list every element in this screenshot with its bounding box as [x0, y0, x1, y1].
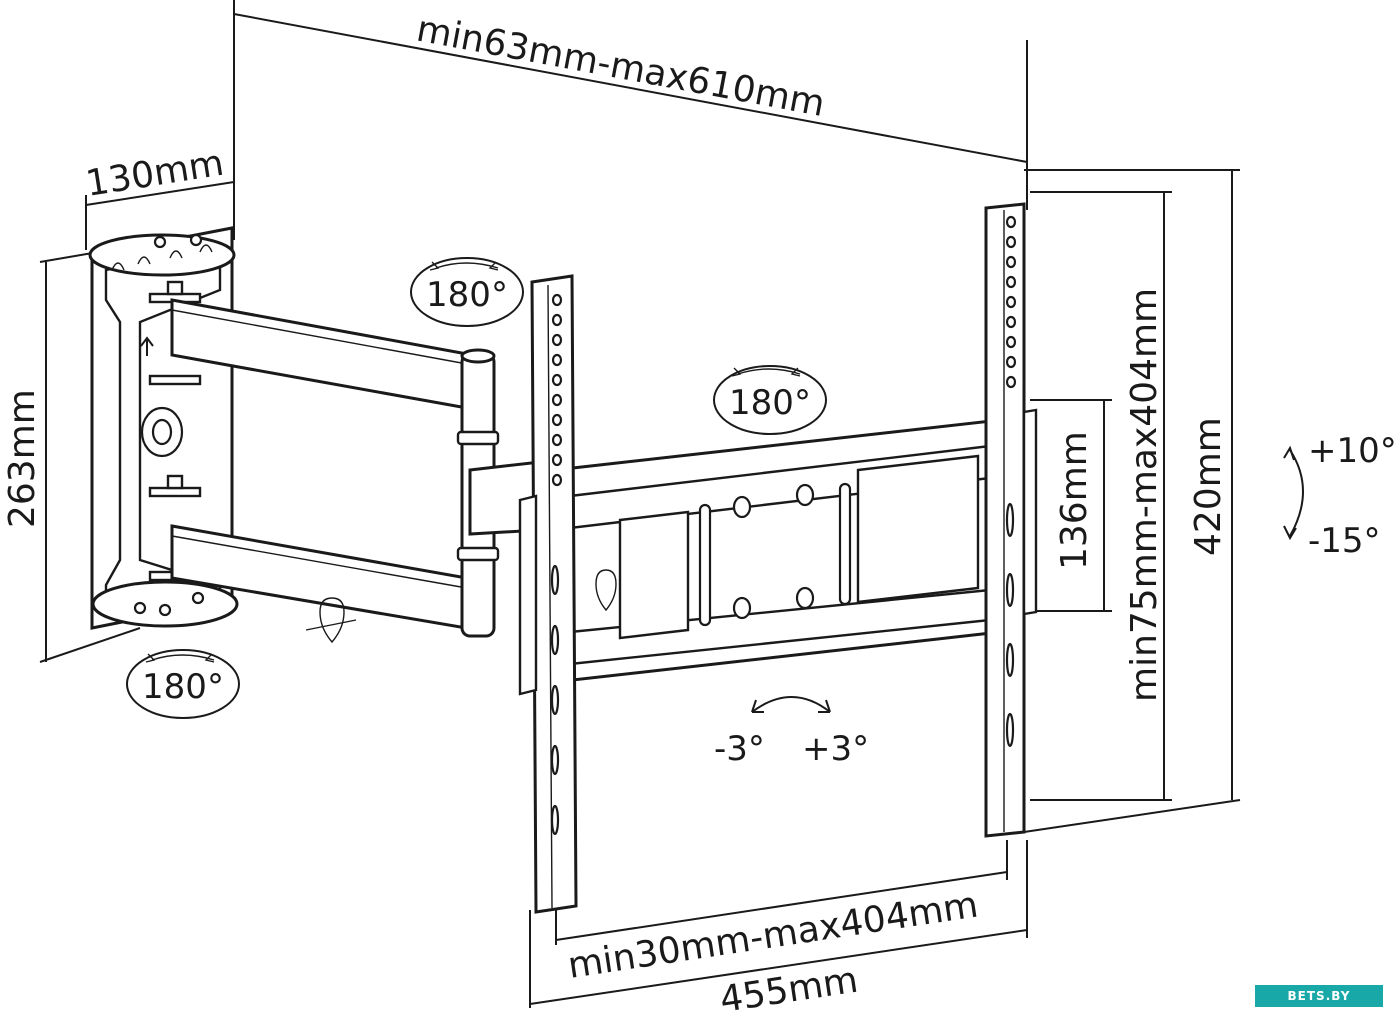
- left-rail-slot: [550, 684, 560, 716]
- rail-holes: [550, 215, 1017, 836]
- left-rail-hole: [551, 393, 563, 407]
- vesa-vertical-inner-label: 136mm: [1054, 431, 1095, 570]
- rotate-indicator: -3° +3°: [714, 696, 869, 769]
- watermark-badge: BETS.BY: [1255, 985, 1383, 1007]
- right-rail-hole: [1005, 215, 1017, 229]
- right-rail-slot: [1005, 572, 1015, 608]
- left-rail-hole: [551, 453, 563, 467]
- swivel-angle-wall-label: 180°: [142, 667, 224, 707]
- tv-bracket: [518, 202, 1038, 914]
- left-rail-hole: [551, 373, 563, 387]
- swivel-angle-wall: 180°: [126, 649, 240, 719]
- right-rail-slot: [1005, 502, 1015, 538]
- vesa-vertical-range-label: min75mm-max404mm: [1124, 288, 1165, 702]
- swivel-angle-middle: 180°: [713, 365, 827, 435]
- swing-arms: [170, 298, 542, 644]
- wall-plate-depth-label: 130mm: [83, 143, 227, 205]
- left-rail-slot: [550, 744, 560, 776]
- right-rail-slot: [1005, 642, 1015, 678]
- tilt-up-label: +10°: [1308, 431, 1397, 471]
- right-rail-hole: [1005, 295, 1017, 309]
- wall-plate-height-label: 263mm: [2, 389, 43, 528]
- swivel-angle-arm: 180°: [410, 257, 524, 327]
- bracket-height-label: 420mm: [1188, 417, 1229, 556]
- dimension-lines: [39, 0, 1241, 1008]
- right-rail-slot: [1005, 712, 1015, 748]
- swivel-angle-middle-label: 180°: [729, 383, 811, 423]
- rotate-right-label: +3°: [802, 729, 869, 769]
- left-rail-hole: [551, 413, 563, 427]
- arm-extension-label: min63mm-max610mm: [413, 9, 828, 125]
- left-rail-slot: [550, 804, 560, 836]
- bracket-width-label: 455mm: [717, 960, 860, 1016]
- left-rail-slot: [550, 624, 560, 656]
- rotate-left-label: -3°: [714, 729, 765, 769]
- tilt-down-label: -15°: [1308, 521, 1381, 561]
- right-rail-hole: [1005, 335, 1017, 349]
- right-rail-hole: [1005, 255, 1017, 269]
- tilt-indicator: +10° -15°: [1283, 431, 1397, 561]
- right-rail-hole: [1005, 355, 1017, 369]
- left-rail-hole: [551, 333, 563, 347]
- right-rail-hole: [1005, 315, 1017, 329]
- left-rail-hole: [551, 313, 563, 327]
- right-rail-hole: [1005, 375, 1017, 389]
- right-rail-hole: [1005, 275, 1017, 289]
- left-rail-hole: [551, 473, 563, 487]
- right-rail-hole: [1005, 235, 1017, 249]
- left-rail-hole: [551, 433, 563, 447]
- left-rail-hole: [551, 353, 563, 367]
- swivel-angle-arm-label: 180°: [426, 275, 508, 315]
- left-rail-hole: [551, 293, 563, 307]
- left-rail-slot: [550, 564, 560, 596]
